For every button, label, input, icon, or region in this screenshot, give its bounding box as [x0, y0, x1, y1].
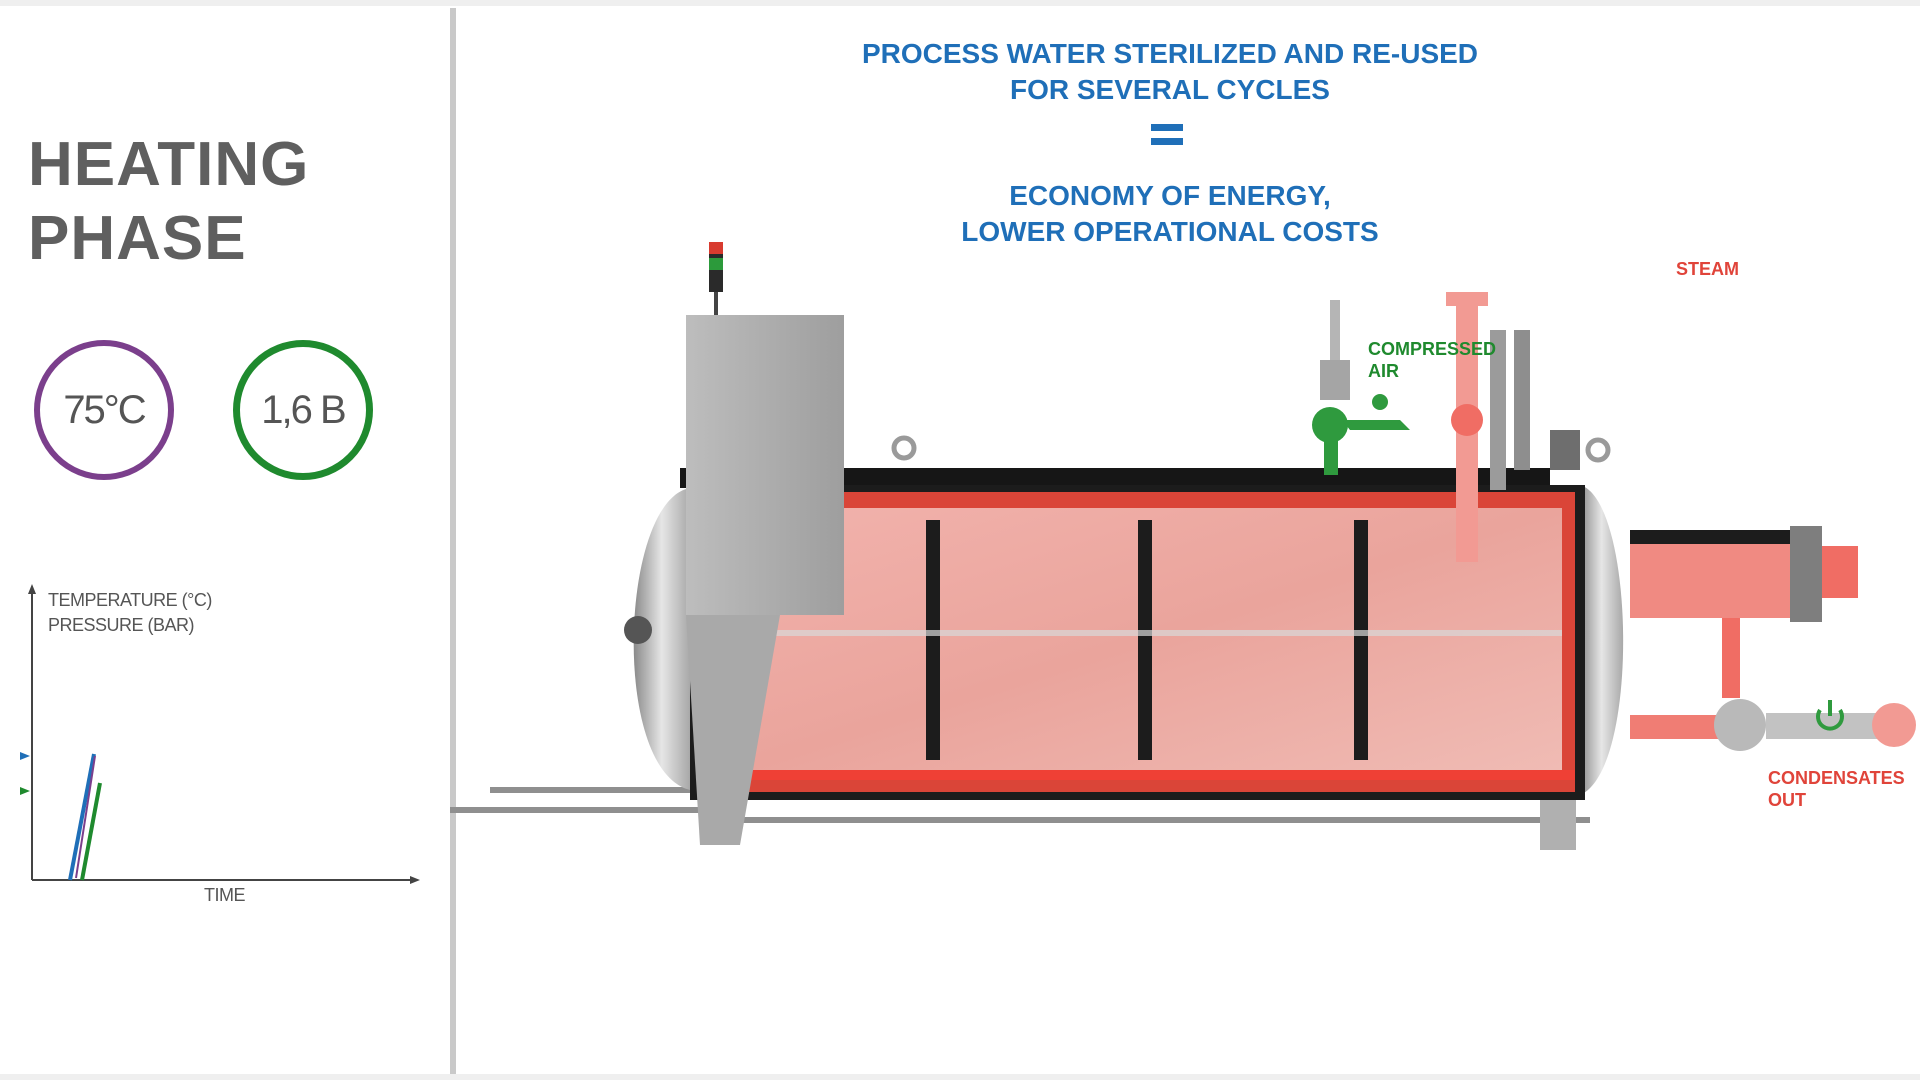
top-border: [0, 0, 1920, 6]
temperature-value: 75°C: [63, 387, 146, 432]
y-axis-label-line1: TEMPERATURE (°C): [48, 590, 212, 610]
series-1-line: [68, 753, 96, 881]
basket-dividers: [926, 520, 1368, 760]
left-dish: [633, 488, 690, 790]
x-axis-arrow: [410, 876, 420, 884]
steam-line: [1446, 292, 1580, 562]
series-2-marker: [20, 787, 30, 795]
compressed-air-label-line2: AIR: [1368, 361, 1399, 381]
bottom-border: [0, 1074, 1920, 1080]
pressure-gauge: 1,6 B: [233, 340, 373, 480]
condensates-label-line2: OUT: [1768, 790, 1806, 810]
panel-divider: [450, 8, 456, 1074]
phase-title: HEATING PHASE: [28, 128, 428, 276]
autoclave-illustration: [450, 242, 1916, 850]
subheadline-line2: LOWER OPERATIONAL COSTS: [961, 216, 1379, 247]
right-dish: [1580, 485, 1624, 795]
phase-title-line1: HEATING: [28, 130, 310, 199]
y-axis-arrow: [28, 584, 36, 594]
series-3-line: [75, 755, 96, 879]
load-baskets: [712, 508, 1562, 778]
steam-label: STEAM: [1676, 259, 1739, 279]
subheadline: ECONOMY OF ENERGY, LOWER OPERATIONAL COS…: [700, 178, 1640, 250]
equals-sign: [1151, 124, 1187, 150]
temperature-pressure-chart: TEMPERATURE (°C) PRESSURE (BAR) TIME: [20, 584, 420, 905]
x-axis-label: TIME: [204, 885, 245, 905]
compressed-air-valve: [1312, 300, 1410, 475]
left-panel: [0, 6, 448, 1074]
condensate-outlet: [1630, 699, 1916, 751]
condensates-label-line1: CONDENSATES: [1768, 768, 1905, 788]
series-2-line: [80, 782, 102, 881]
y-axis-label-line2: PRESSURE (BAR): [48, 615, 194, 635]
compressed-air-label-line1: COMPRESSED: [1368, 339, 1497, 359]
compressed-air-label: COMPRESSED AIR: [1368, 338, 1496, 382]
subheadline-line1: ECONOMY OF ENERGY,: [1009, 180, 1331, 211]
pressure-value: 1,6 B: [261, 387, 346, 432]
headline-line1: PROCESS WATER STERILIZED AND RE-USED: [861, 38, 1479, 69]
bottom-heat-pipe: [700, 770, 1575, 780]
phase-title-line2: PHASE: [28, 204, 247, 273]
control-cabinet: [686, 315, 844, 615]
headline-line2: FOR SEVERAL CYCLES: [1010, 74, 1330, 105]
headline: PROCESS WATER STERILIZED AND RE-USED FOR…: [700, 36, 1640, 108]
condensates-label: CONDENSATES OUT: [1768, 767, 1905, 811]
heat-exchanger: [1630, 530, 1790, 618]
temperature-gauge: 75°C: [34, 340, 174, 480]
series-1-marker: [20, 752, 30, 760]
power-icon: [1816, 700, 1844, 731]
